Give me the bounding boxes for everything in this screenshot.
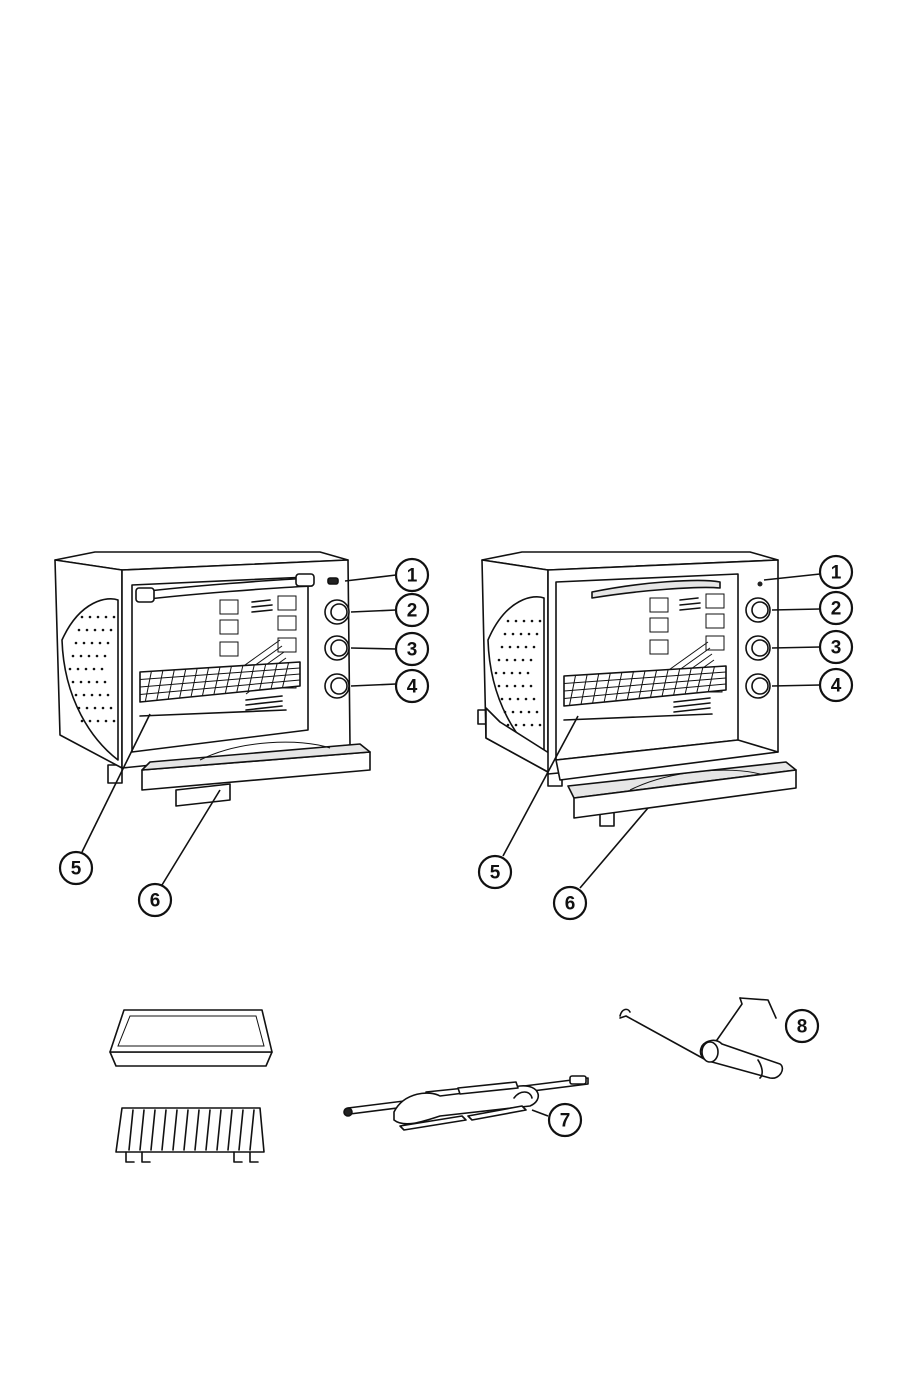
left-oven-indicator-light <box>328 578 338 584</box>
right-oven-indicator-light <box>758 582 763 587</box>
svg-text:3: 3 <box>407 640 418 661</box>
svg-text:6: 6 <box>565 894 576 915</box>
svg-text:2: 2 <box>407 601 418 622</box>
svg-text:8: 8 <box>797 1017 808 1038</box>
right-callout-1: 1 <box>820 556 852 588</box>
rotisserie-handle-illustration <box>620 998 782 1078</box>
svg-text:4: 4 <box>407 677 418 698</box>
right-callout-6: 6 <box>554 887 586 919</box>
svg-text:2: 2 <box>831 599 842 620</box>
right-callout-5: 5 <box>479 856 511 888</box>
svg-text:1: 1 <box>407 566 418 587</box>
svg-text:3: 3 <box>831 638 842 659</box>
svg-text:4: 4 <box>831 676 842 697</box>
broil-rack-illustration <box>116 1108 264 1162</box>
left-oven-knob-2 <box>325 636 349 660</box>
left-oven-knob-3 <box>325 674 349 698</box>
right-oven-knob-1 <box>746 598 770 622</box>
left-oven-knob-1 <box>325 600 349 624</box>
right-oven-knob-2 <box>746 636 770 660</box>
left-oven-illustration <box>55 552 370 806</box>
left-callout-3: 3 <box>396 633 428 665</box>
baking-pan-illustration <box>110 1010 272 1066</box>
svg-text:1: 1 <box>831 563 842 584</box>
svg-text:6: 6 <box>150 891 161 912</box>
right-oven-knob-3 <box>746 674 770 698</box>
left-callout-5: 5 <box>60 852 92 884</box>
callout-8: 8 <box>786 1010 818 1042</box>
right-callout-2: 2 <box>820 592 852 624</box>
left-callout-4: 4 <box>396 670 428 702</box>
callout-7: 7 <box>549 1104 581 1136</box>
accessory-leader-lines <box>532 1110 548 1116</box>
right-callout-4: 4 <box>820 669 852 701</box>
svg-text:5: 5 <box>490 863 501 884</box>
left-callout-2: 2 <box>396 594 428 626</box>
left-callout-6: 6 <box>139 884 171 916</box>
svg-text:5: 5 <box>71 859 82 880</box>
svg-text:7: 7 <box>560 1111 571 1132</box>
left-callout-1: 1 <box>396 559 428 591</box>
right-callout-3: 3 <box>820 631 852 663</box>
right-oven-illustration <box>478 552 796 826</box>
